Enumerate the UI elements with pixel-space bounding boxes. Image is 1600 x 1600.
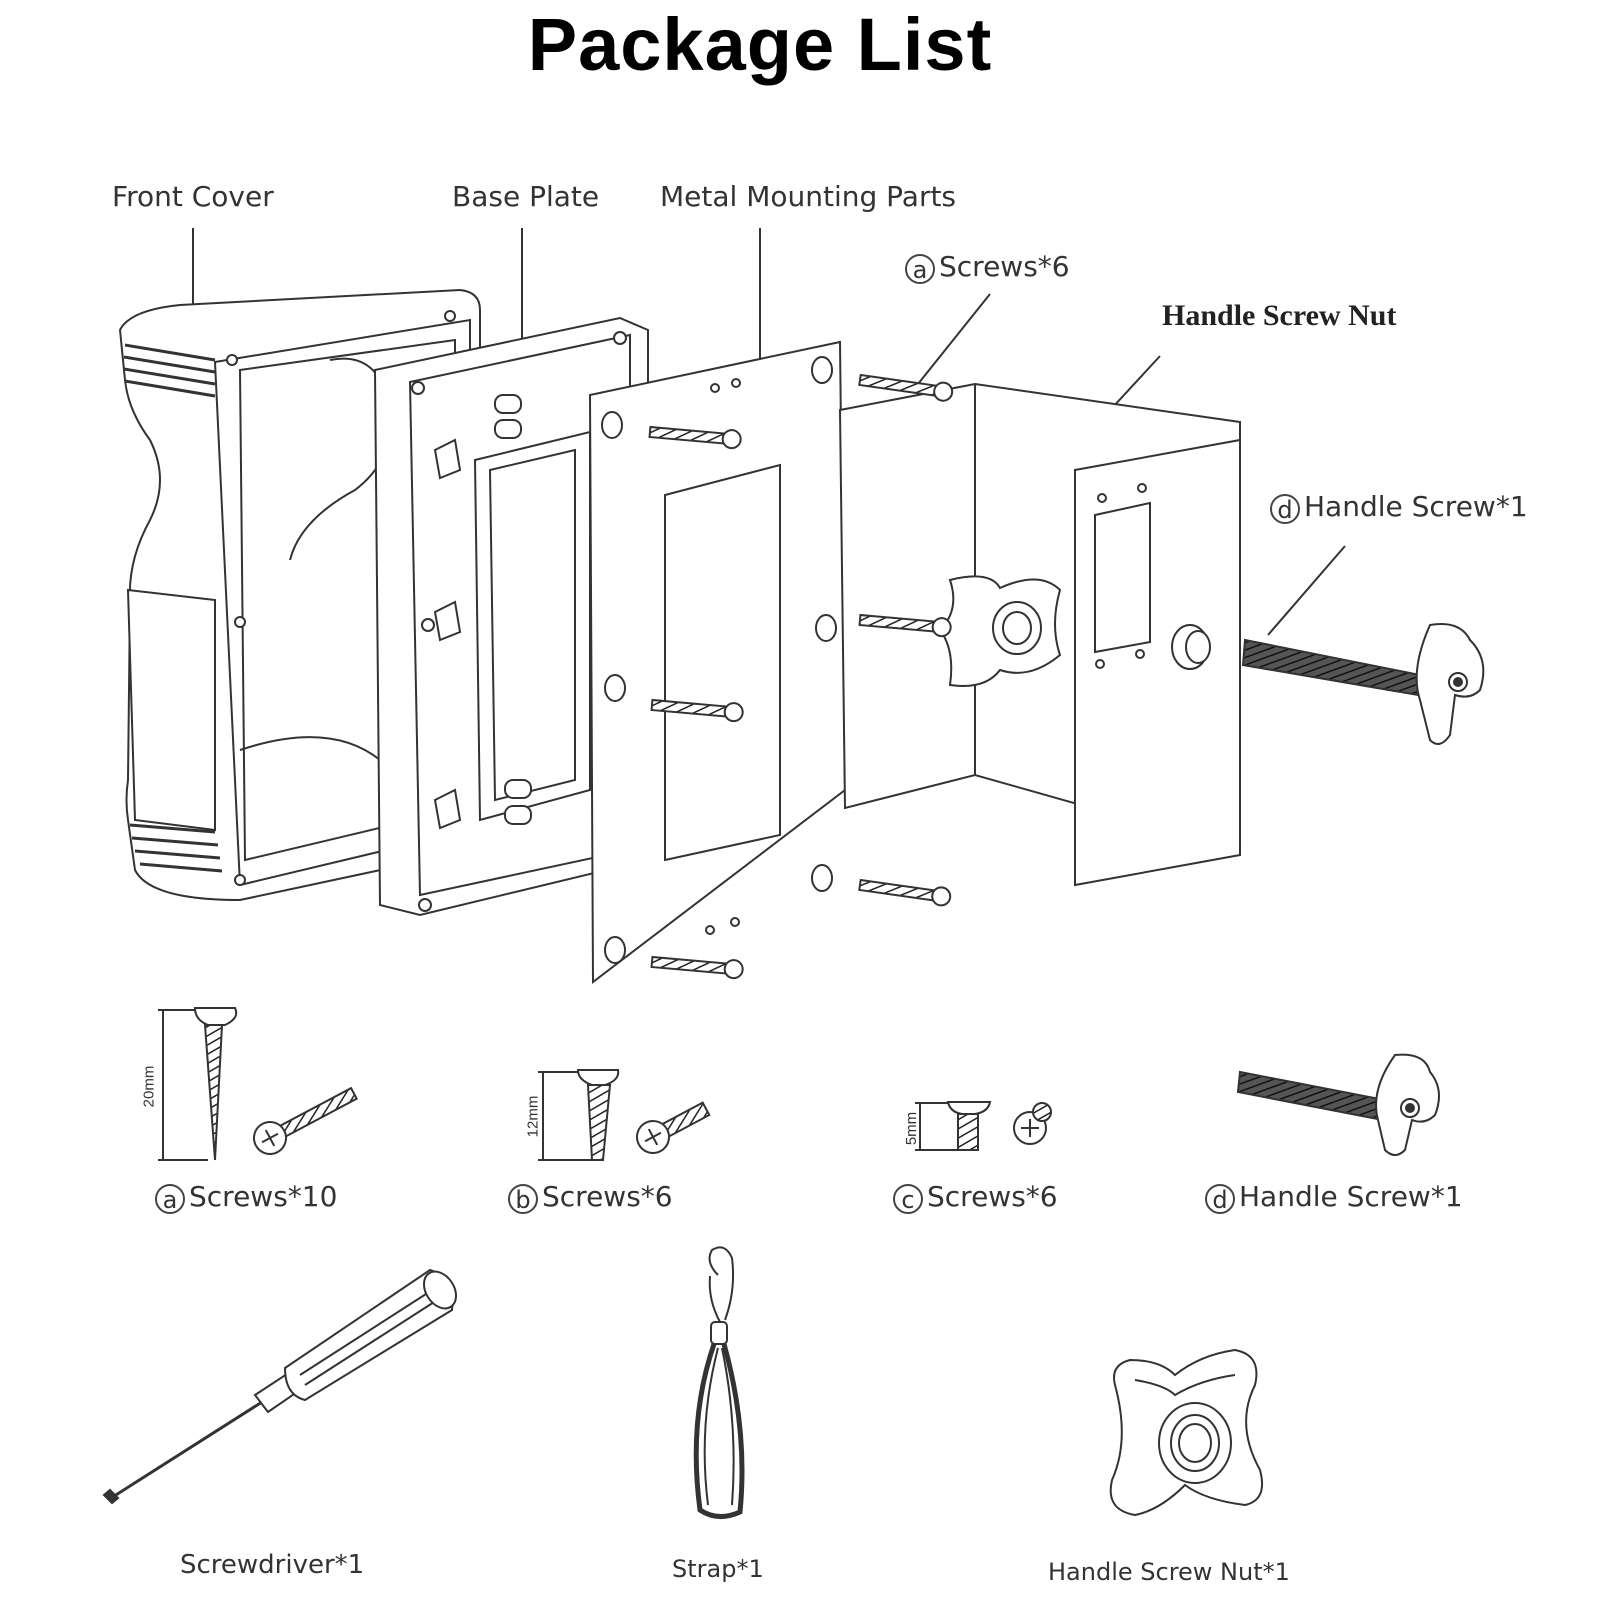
label-front-cover: Front Cover xyxy=(112,180,274,213)
label-handle-screw-nut: Handle Screw Nut*1 xyxy=(1048,1558,1290,1586)
label-text: Screws*6 xyxy=(927,1180,1058,1213)
handle-screw-exploded-drawing xyxy=(1241,623,1485,745)
label-base-plate: Base Plate xyxy=(452,180,600,213)
marker-d: d xyxy=(1205,1184,1235,1214)
marker-b: b xyxy=(508,1184,538,1214)
label-strap: Strap*1 xyxy=(672,1555,764,1583)
label-text: Handle Screw*1 xyxy=(1304,490,1528,523)
knob-exploded-drawing xyxy=(938,575,1062,687)
page-title: Package List xyxy=(527,3,993,86)
label-text: Screws*10 xyxy=(189,1180,338,1213)
strap-drawing xyxy=(693,1246,745,1519)
handle-screw-d-drawing xyxy=(1236,1053,1440,1156)
marker-a: a xyxy=(155,1184,185,1214)
marker-a: a xyxy=(905,254,935,284)
dimension-5mm: 5mm xyxy=(903,1111,921,1146)
dimension-20mm: 20mm xyxy=(140,1065,158,1108)
dimension-12mm: 12mm xyxy=(524,1095,542,1138)
label-text: Screws*6 xyxy=(542,1180,673,1213)
screwdriver-drawing xyxy=(102,1268,458,1505)
label-screwdriver: Screwdriver*1 xyxy=(180,1550,365,1580)
metal-plate-drawing xyxy=(588,340,847,985)
label-text: Screws*6 xyxy=(939,250,1070,283)
screw-a-drawing xyxy=(158,1007,359,1161)
marker-c: c xyxy=(893,1184,923,1214)
handle-screw-nut-drawing xyxy=(1109,1348,1264,1517)
exploded-screws xyxy=(648,373,954,980)
leader-lines xyxy=(192,228,1346,636)
screw-b-drawing xyxy=(538,1069,711,1161)
label-metal-mounting-parts: Metal Mounting Parts xyxy=(660,180,957,213)
screw-c-drawing xyxy=(915,1101,1052,1151)
base-plate-drawing xyxy=(373,316,649,917)
label-handle-screw-nut-exploded: Handle Screw Nut xyxy=(1162,299,1397,332)
label-text: Handle Screw*1 xyxy=(1239,1180,1463,1213)
marker-d: d xyxy=(1270,494,1300,524)
